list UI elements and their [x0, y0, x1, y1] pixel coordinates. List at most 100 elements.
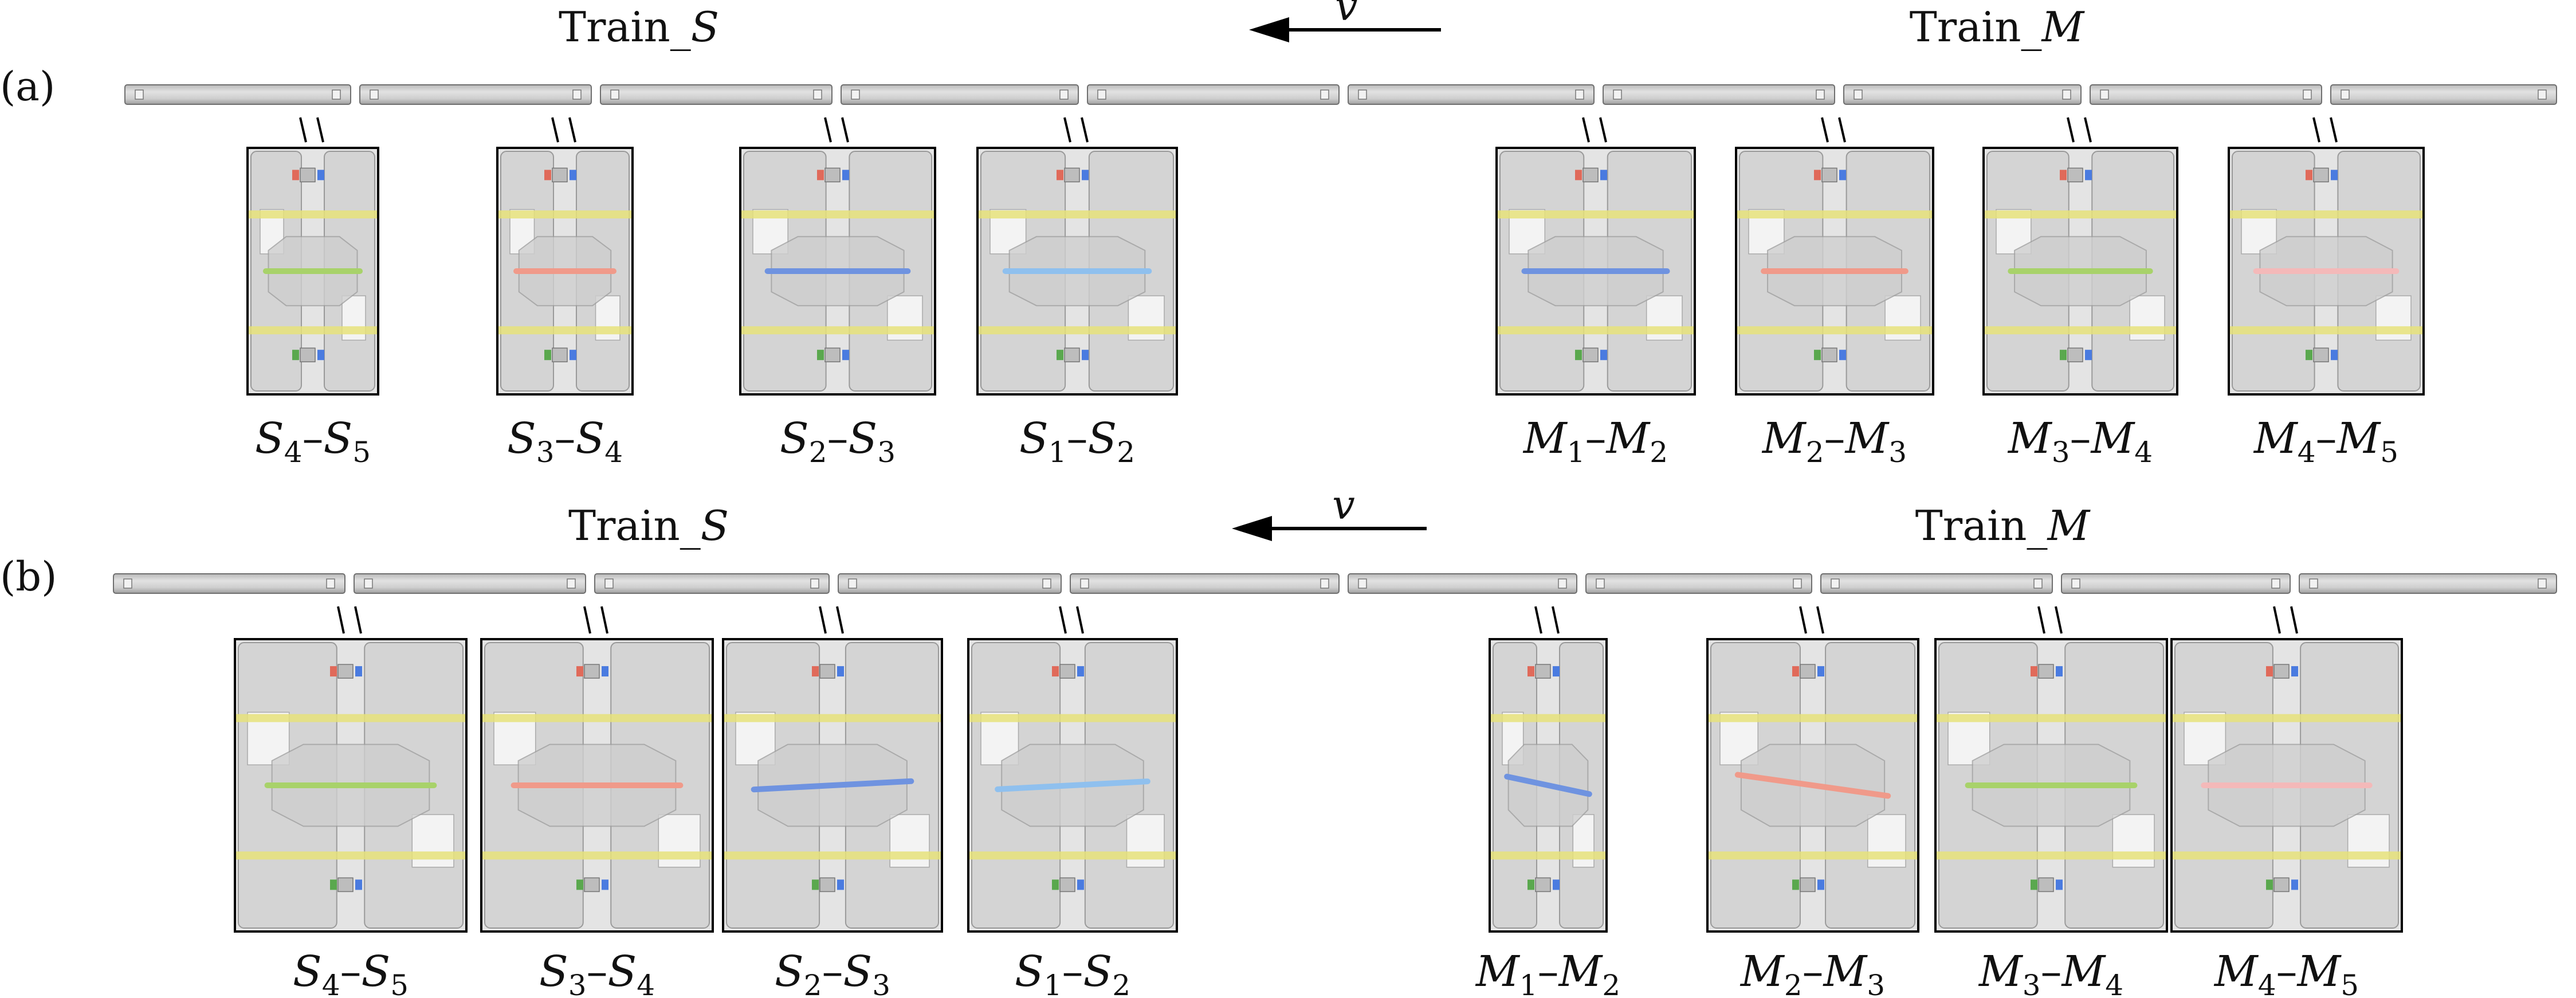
connector-bolt	[544, 170, 551, 181]
rail-bar	[740, 326, 935, 335]
connector-bolt	[584, 664, 600, 679]
connector-bolt	[2060, 350, 2067, 361]
connector-bolt	[1582, 347, 1599, 362]
connector-bolt	[1814, 170, 1821, 181]
connector-bolt	[330, 666, 337, 677]
train-car	[354, 573, 586, 594]
panel-label: (a)	[0, 63, 55, 110]
connector-bolt	[544, 350, 551, 361]
coupler-rod	[751, 778, 914, 793]
connector-bolt	[2031, 879, 2037, 890]
rail-bar	[1497, 210, 1695, 219]
rail-bar	[497, 210, 633, 219]
coupler-caption: M4–M5	[2253, 414, 2398, 469]
train-car	[841, 84, 1079, 105]
connector-bolt	[2331, 350, 2338, 361]
coupler-frame	[722, 638, 943, 933]
car-detail	[1816, 89, 1825, 100]
rail-bar	[2171, 851, 2402, 860]
rail-bar	[1935, 714, 2167, 722]
leader-line	[1582, 117, 1590, 143]
connector-bolt	[1839, 350, 1846, 361]
coupler-frame	[1495, 147, 1696, 396]
velocity-label: v	[1335, 0, 1358, 30]
coupler-frame	[246, 147, 379, 396]
leader-line	[1076, 606, 1084, 634]
coupler-detail: S1–S2	[967, 606, 1178, 998]
car-detail	[135, 89, 144, 100]
connector-bolt	[1082, 170, 1089, 181]
leader-line	[1799, 606, 1807, 634]
leader-line	[1063, 117, 1071, 143]
connector-bolt	[1553, 879, 1560, 890]
coupler-detail: M4–M5	[2170, 606, 2403, 998]
rail-bar	[1490, 851, 1607, 860]
connector-bolt	[602, 666, 608, 677]
connector-bolt	[1052, 879, 1059, 890]
connector-bolt	[817, 170, 824, 181]
rail-bar	[2171, 714, 2402, 722]
connector-bolt	[317, 170, 324, 181]
connector-bolt	[2056, 666, 2063, 677]
coupler-caption: S1–S2	[1019, 414, 1135, 469]
coupler-detail: M3–M4	[1934, 606, 2168, 998]
connector-bolt	[337, 877, 354, 893]
connector-bolt	[2038, 877, 2054, 893]
car-detail	[1575, 89, 1584, 100]
car-detail	[813, 89, 822, 100]
rail-bar	[248, 326, 378, 335]
leader-line	[354, 606, 362, 634]
connector-bolt	[2306, 350, 2312, 361]
connector-bolt	[2085, 350, 2092, 361]
rail-bar	[248, 210, 378, 219]
train-m-title: Train_M	[1910, 3, 2086, 51]
leader-line	[2273, 606, 2281, 634]
coupler-frame	[1735, 147, 1934, 396]
connector-bolt	[812, 666, 819, 677]
train-m-title: Train_M	[1915, 502, 2091, 550]
car-detail	[851, 89, 860, 100]
connector-bolt	[1800, 877, 1816, 893]
connector-bolt	[1800, 664, 1816, 679]
connector-bolt	[1553, 666, 1560, 677]
coupler-detail: S3–S4	[480, 606, 714, 998]
coupler-detail: M4–M5	[2228, 117, 2425, 469]
connector-bolt	[576, 666, 583, 677]
car-detail	[1613, 89, 1622, 100]
connector-bolt	[1064, 347, 1080, 362]
connector-bolt	[2291, 879, 2298, 890]
train-s-title: Train_S	[559, 3, 719, 51]
rail-bar	[977, 210, 1177, 219]
connector-bolt	[1059, 664, 1075, 679]
car-detail	[1042, 578, 1051, 589]
rail-bar	[235, 714, 466, 722]
connector-bolt	[2067, 347, 2083, 362]
rail-bar	[1490, 714, 1607, 722]
rail-bar	[740, 210, 935, 219]
car-detail	[1596, 578, 1605, 589]
connector-bolt	[2273, 877, 2290, 893]
connector-bolt	[584, 877, 600, 893]
car-detail	[2271, 578, 2280, 589]
connector-bolt	[1817, 879, 1824, 890]
coupler-frame	[1934, 638, 2168, 933]
leader-line	[824, 117, 832, 143]
leader-line	[1552, 606, 1560, 634]
coupler-detail: S1–S2	[976, 117, 1178, 469]
leader-line	[2037, 606, 2045, 634]
car-detail	[567, 578, 576, 589]
train-car	[1820, 573, 2053, 594]
car-detail	[364, 578, 373, 589]
connector-bolt	[570, 170, 576, 181]
car-detail	[1793, 578, 1802, 589]
car-detail	[848, 578, 857, 589]
car-detail	[1097, 89, 1106, 100]
coupler-frame	[1489, 638, 1608, 933]
leader-line	[583, 606, 591, 634]
connector-bolt	[2085, 170, 2092, 181]
leader-line	[337, 606, 345, 634]
connector-bolt	[2291, 666, 2298, 677]
connector-bolt	[1792, 666, 1799, 677]
